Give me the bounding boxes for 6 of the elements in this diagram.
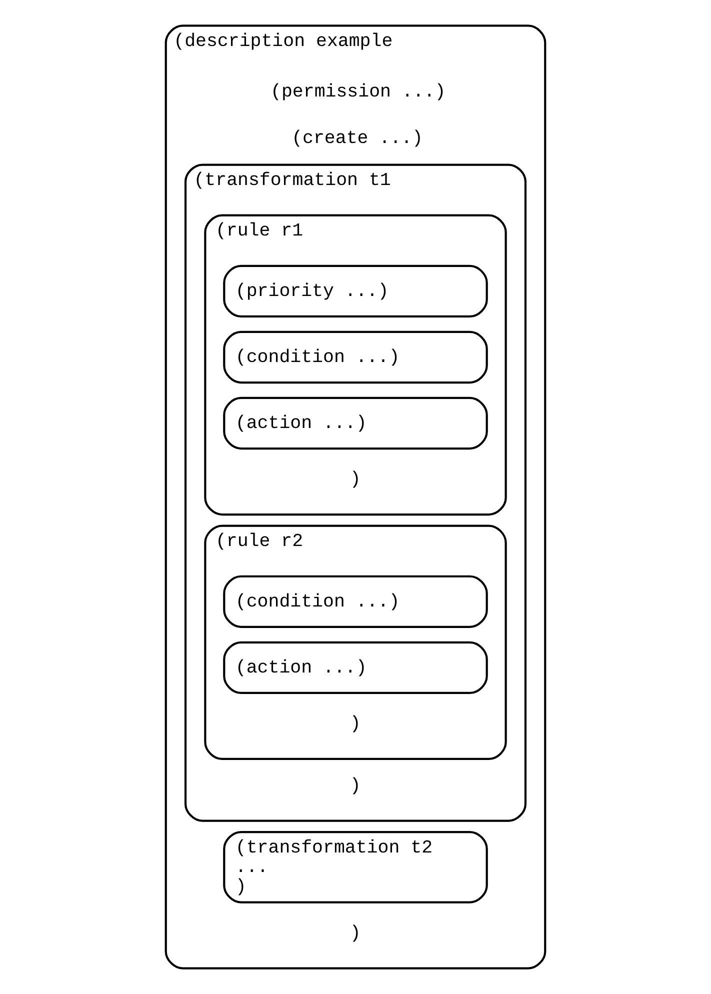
node-box: (condition ...) <box>223 575 488 628</box>
node-box: (action ...) <box>223 396 488 450</box>
node-box: (priority ...) <box>223 264 488 318</box>
node-box: (condition ...) <box>223 330 488 384</box>
node-box: (transformation t2 ... ) <box>223 830 488 904</box>
node-box: (action ...) <box>223 641 488 694</box>
